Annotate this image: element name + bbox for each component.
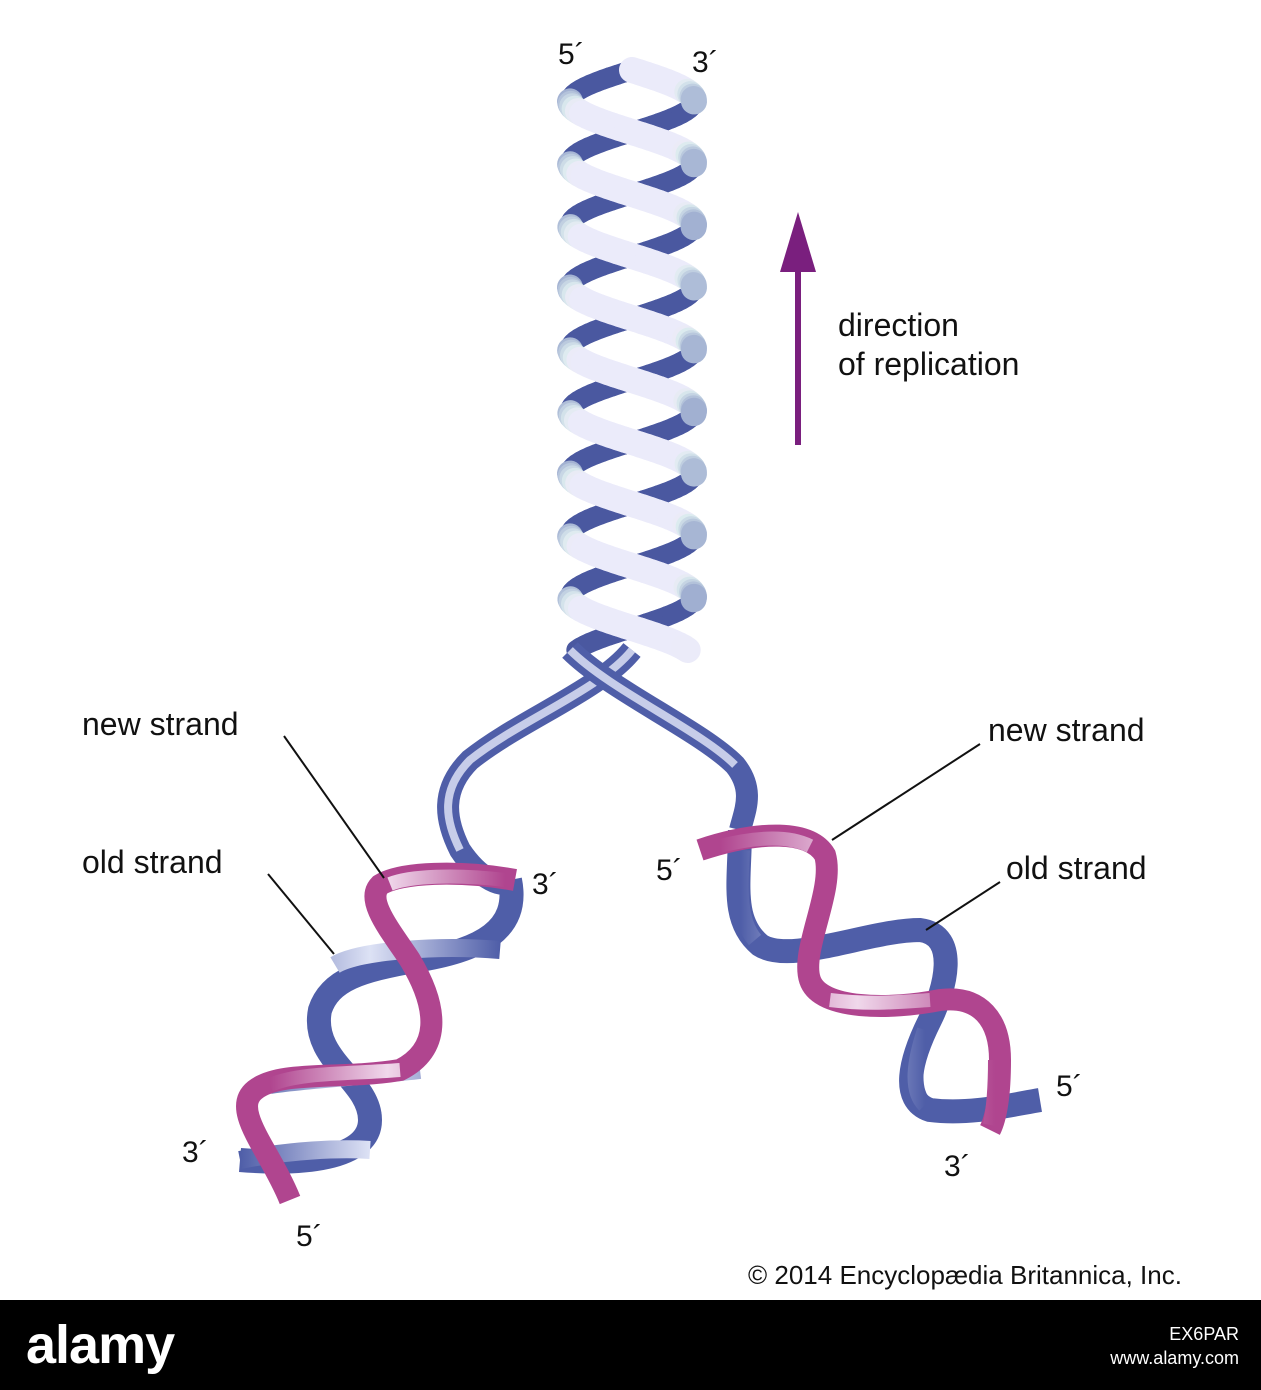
leader-left-old: [267, 873, 335, 955]
right-new-strand-label: new strand: [988, 712, 1145, 748]
left-bottom-3prime-label: 3´: [182, 1136, 209, 1169]
left-daughter-helix: [236, 862, 524, 1205]
leader-right-new: [831, 743, 981, 841]
right-daughter-helix: [696, 824, 1042, 1135]
parent-strand-front: [557, 57, 707, 663]
dna-replication-diagram: [236, 57, 1042, 1205]
right-old-strand-label: old strand: [1006, 850, 1147, 886]
right-new-strand-light: [718, 831, 1002, 1127]
right-bottom-3prime-label: 3´: [944, 1150, 971, 1183]
alamy-logo: alamy: [26, 1315, 175, 1375]
right-old-strand-light: [732, 849, 933, 1111]
fork-strand-right-highlight: [567, 647, 738, 768]
fork-strand-right: [562, 642, 758, 833]
left-fork-3prime-label: 3´: [532, 868, 559, 901]
left-new-strand-light: [267, 869, 506, 1092]
direction-of-replication-label: direction of replication: [838, 306, 1019, 384]
right-fork-5prime-label: 5´: [656, 854, 683, 887]
helix-segment: [670, 634, 701, 663]
left-old-strand-label: old strand: [82, 844, 223, 880]
image-id: EX6PAR: [1169, 1324, 1239, 1344]
direction-line-2: of replication: [838, 346, 1020, 383]
footer-image-info: EX6PAR www.alamy.com: [1110, 1322, 1239, 1371]
watermark-footer: alamy EX6PAR www.alamy.com: [0, 1300, 1261, 1390]
site-url: www.alamy.com: [1110, 1348, 1239, 1369]
left-bottom-5prime-label: 5´: [296, 1220, 323, 1253]
parent-helix: [557, 57, 707, 663]
right-bottom-5prime-label: 5´: [1056, 1070, 1083, 1103]
copyright-notice: © 2014 Encyclopædia Britannica, Inc.: [748, 1260, 1182, 1290]
top-3prime-label: 3´: [692, 46, 719, 79]
direction-line-1: direction: [838, 307, 959, 343]
leader-lines: [267, 735, 1001, 955]
leader-left-new: [283, 735, 385, 879]
top-5prime-label: 5´: [558, 38, 585, 71]
direction-arrow-head: [780, 212, 816, 272]
left-new-strand-label: new strand: [82, 706, 239, 742]
leader-right-old: [925, 881, 1001, 931]
